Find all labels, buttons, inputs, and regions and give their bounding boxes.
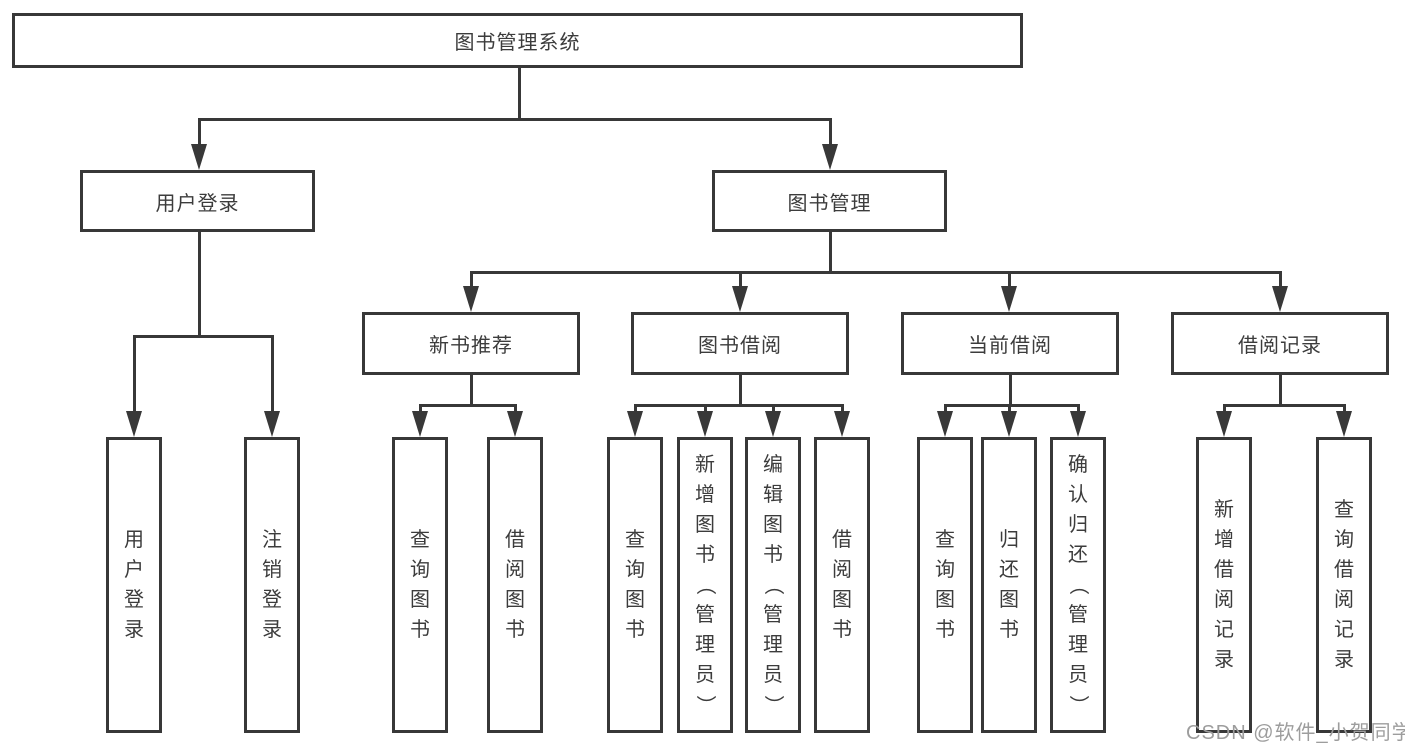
connector-line [1279,271,1282,289]
arrow-down-icon [264,411,280,437]
connector-line [944,404,1079,407]
connector-line [829,232,832,274]
arrow-down-icon [732,286,748,312]
connector-line [1223,404,1345,407]
arrow-down-icon [126,411,142,437]
arrow-down-icon [1070,411,1086,437]
node-root-system: 图书管理系统 [12,13,1023,68]
connector-line [419,404,422,414]
connector-line [133,335,136,415]
connector-line [419,404,516,407]
leaf-current-return-books: 归还图书 [981,437,1037,733]
leaf-current-confirm-return-admin: 确认归还（管理员） [1050,437,1106,733]
connector-line [1008,271,1011,289]
connector-line [772,404,775,414]
arrow-down-icon [937,411,953,437]
connector-line [1009,375,1012,407]
leaf-borrow-query-books: 查询图书 [607,437,663,733]
leaf-user-login: 用户登录 [106,437,162,733]
connector-line [1223,404,1226,414]
leaf-borrow-borrow-books: 借阅图书 [814,437,870,733]
node-book-management: 图书管理 [712,170,947,232]
connector-line [634,404,843,407]
connector-line [133,335,274,338]
connector-line [634,404,637,414]
node-borrow-records: 借阅记录 [1171,312,1389,375]
connector-line [944,404,947,414]
connector-line [841,404,844,414]
node-user-login: 用户登录 [80,170,315,232]
leaf-records-add-record: 新增借阅记录 [1196,437,1252,733]
connector-line [739,271,742,289]
node-current-borrow: 当前借阅 [901,312,1119,375]
connector-line [1008,404,1011,414]
arrow-down-icon [627,411,643,437]
connector-line [271,335,274,415]
arrow-down-icon [463,286,479,312]
connector-line [198,232,201,338]
arrow-down-icon [1336,411,1352,437]
connector-line [1343,404,1346,414]
leaf-borrow-edit-books-admin: 编辑图书（管理员） [745,437,801,733]
connector-line [1279,375,1282,407]
connector-line [470,271,1281,274]
arrow-down-icon [822,144,838,170]
connector-line [470,375,473,407]
connector-line [829,118,832,148]
connector-line [198,118,831,121]
arrow-down-icon [1001,286,1017,312]
arrow-down-icon [697,411,713,437]
connector-line [518,68,521,120]
connector-line [514,404,517,414]
arrow-down-icon [412,411,428,437]
arrow-down-icon [1216,411,1232,437]
leaf-current-query-books: 查询图书 [917,437,973,733]
connector-line [739,375,742,407]
connector-line [1077,404,1080,414]
node-new-book-recommend: 新书推荐 [362,312,580,375]
leaf-recommend-query-books: 查询图书 [392,437,448,733]
connector-line [704,404,707,414]
connector-line [470,271,473,289]
leaf-recommend-borrow-books: 借阅图书 [487,437,543,733]
arrow-down-icon [1272,286,1288,312]
arrow-down-icon [765,411,781,437]
leaf-borrow-add-books-admin: 新增图书（管理员） [677,437,733,733]
watermark-csdn: CSDN @软件_小贺同学 [1186,722,1405,744]
arrow-down-icon [507,411,523,437]
arrow-down-icon [1001,411,1017,437]
arrow-down-icon [191,144,207,170]
connector-line [198,118,201,148]
node-book-borrow: 图书借阅 [631,312,849,375]
leaf-records-query-record: 查询借阅记录 [1316,437,1372,733]
arrow-down-icon [834,411,850,437]
leaf-logout: 注销登录 [244,437,300,733]
